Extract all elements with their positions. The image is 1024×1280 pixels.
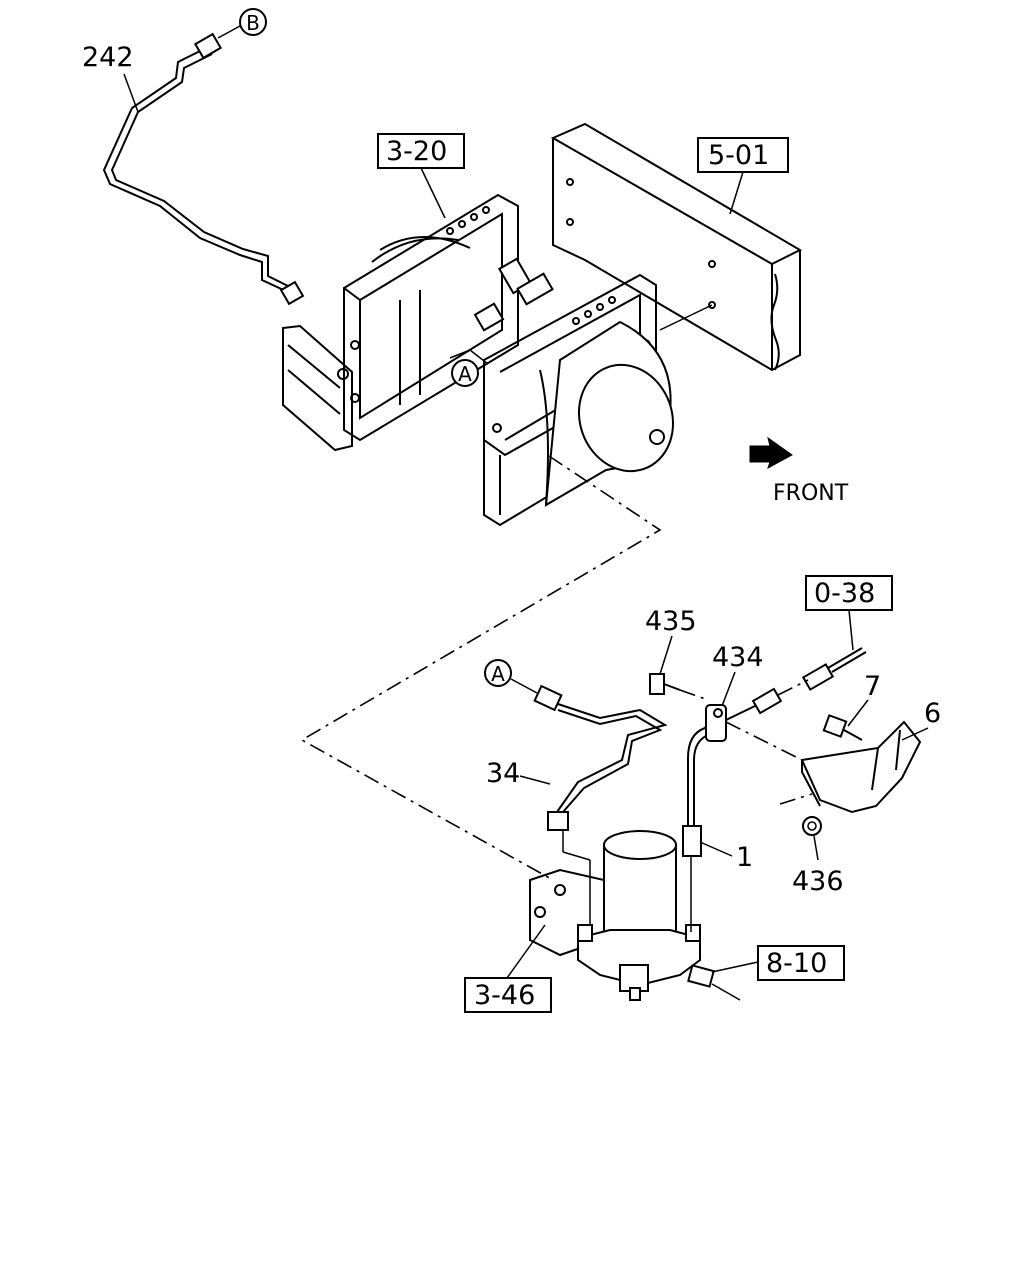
ref-box-3-20[interactable] [377, 133, 465, 169]
valve-block [473, 257, 554, 332]
ref-box-5-01[interactable] [697, 137, 789, 173]
part-label-1: 1 [736, 842, 753, 873]
bolt-435 [649, 673, 709, 701]
callout-a-lower: A [484, 659, 538, 694]
leader-dash-a [300, 455, 662, 881]
front-arrow-icon [749, 436, 793, 470]
ref-label-3-20[interactable]: 3-20 [386, 136, 447, 167]
pipe-242 [102, 32, 305, 306]
clip-434 [705, 704, 727, 742]
frame-rail [550, 122, 803, 372]
part-label-7: 7 [864, 671, 881, 702]
air-dryer [529, 830, 701, 1001]
hose-1 [682, 713, 719, 932]
ref-label-0-38[interactable]: 0-38 [814, 578, 875, 609]
rear-bracket [343, 193, 519, 442]
air-tank [539, 320, 675, 507]
part-label-6: 6 [924, 698, 941, 729]
part-label-434: 434 [712, 642, 764, 673]
part-label-34: 34 [486, 758, 520, 789]
callout-a-upper: A [449, 349, 489, 387]
connector [687, 964, 741, 1001]
nut-436 [779, 793, 822, 836]
callout-b-letter: B [246, 11, 260, 35]
ref-box-3-46[interactable] [464, 977, 552, 1013]
part-label-435: 435 [645, 606, 697, 637]
ref-label-8-10[interactable]: 8-10 [766, 948, 827, 979]
bolt-7 [822, 714, 863, 741]
mounting-plate [282, 324, 353, 452]
pipe-34 [533, 684, 668, 831]
ref-label-5-01[interactable]: 5-01 [708, 140, 769, 171]
callout-a-lower-letter: A [491, 662, 505, 686]
bracket-6 [725, 720, 922, 814]
front-label: FRONT [773, 481, 849, 506]
ref-box-8-10[interactable] [757, 945, 845, 981]
ref-label-3-46[interactable]: 3-46 [474, 980, 535, 1011]
callout-b: B [217, 8, 267, 39]
part-label-436: 436 [792, 866, 844, 897]
callout-a-upper-letter: A [458, 362, 472, 386]
part-label-242: 242 [82, 42, 134, 73]
cable-0-38 [725, 647, 867, 721]
